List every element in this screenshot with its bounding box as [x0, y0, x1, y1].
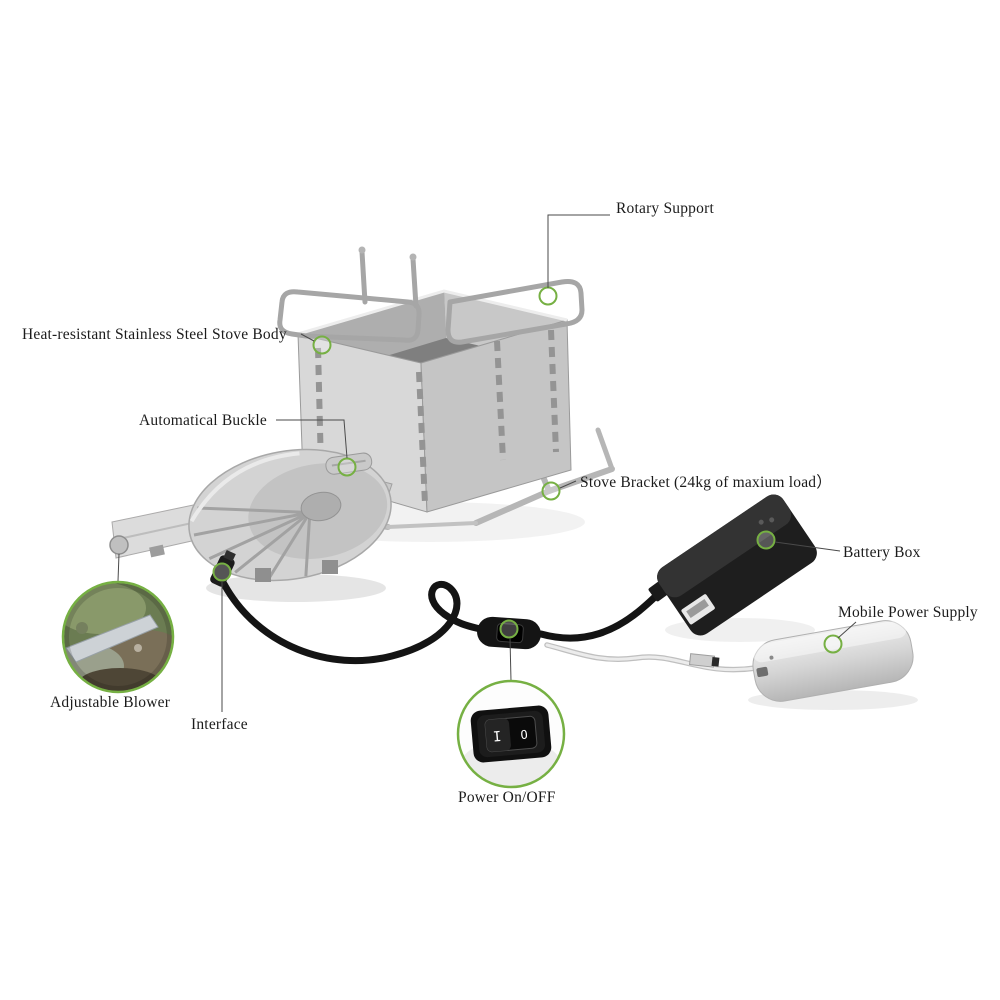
callout-line-battery-box: [774, 541, 841, 552]
callout-marker-interface: [212, 562, 232, 582]
blower-illustration: [109, 448, 393, 582]
blower-inset-photo: [61, 580, 175, 694]
callout-marker-stove-body: [312, 335, 332, 355]
callout-line-automatical-buckle: [276, 419, 348, 459]
callout-line-stove-body: [300, 333, 315, 342]
callout-marker-automatical-buckle: [337, 457, 357, 477]
callout-marker-power-switch: [499, 619, 519, 639]
callout-line-mobile-power-supply: [837, 621, 857, 639]
label-adjustable-blower: Adjustable Blower: [50, 694, 171, 711]
callout-lines: [117, 214, 857, 712]
stove-body-illustration: [297, 289, 572, 513]
callout-line-power-on-off: [509, 637, 512, 682]
label-interface: Interface: [191, 716, 248, 733]
label-stove-body: Heat-resistant Stainless Steel Stove Bod…: [22, 326, 287, 343]
label-automatical-buckle: Automatical Buckle: [139, 412, 267, 429]
battery-cable: [537, 587, 665, 642]
label-power-on-off: Power On/OFF: [458, 789, 556, 806]
label-mobile-power-supply: Mobile Power Supply: [838, 604, 978, 621]
blower-callout-anchor: [109, 535, 129, 555]
usb-connector: [688, 653, 720, 668]
rotary-support-illustration: [277, 246, 585, 345]
callout-line-stove-bracket: [559, 480, 577, 489]
label-stove-bracket: Stove Bracket (24kg of maxium load）: [580, 474, 832, 491]
callout-line-rotary-support: [547, 214, 610, 288]
callout-marker-mobile-power-supply: [823, 634, 843, 654]
buckle-illustration: [325, 452, 373, 475]
callout-marker-stove-bracket: [541, 481, 561, 501]
callout-marker-rotary-support: [538, 286, 558, 306]
label-battery-box: Battery Box: [843, 544, 921, 561]
power-bank-illustration: [752, 620, 914, 702]
blower-cable: [220, 580, 484, 665]
callout-marker-battery-box: [756, 530, 776, 550]
rocker-on-mark: I: [492, 729, 502, 746]
callout-line-adjustable-blower: [117, 553, 120, 582]
battery-box-illustration: [657, 494, 817, 636]
power-switch-inset: I O: [456, 679, 566, 789]
label-rotary-support: Rotary Support: [616, 200, 714, 217]
callout-markers: [212, 286, 843, 654]
rocker-off-mark: O: [520, 728, 528, 743]
